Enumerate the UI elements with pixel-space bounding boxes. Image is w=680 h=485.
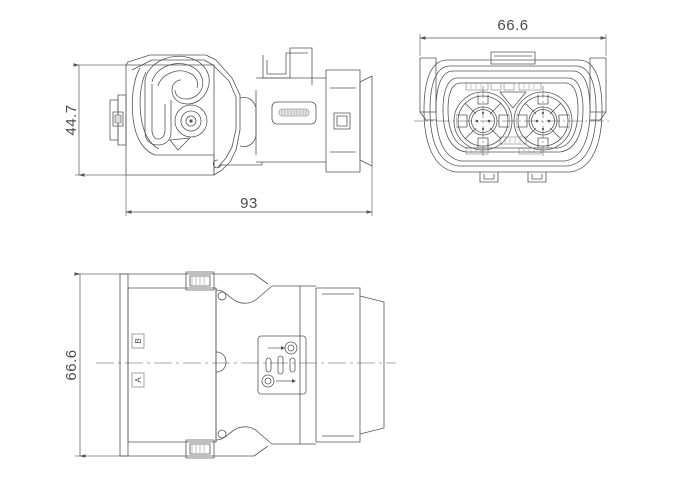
detail-symbol-circle-2-in (264, 377, 272, 385)
front-tab-right-inner (531, 174, 543, 180)
detail-arrow-1-head (281, 346, 285, 350)
detail-symbol-circle-2 (261, 374, 275, 388)
front-shell-3 (435, 70, 591, 162)
front-tab-left (479, 172, 499, 183)
side-upper-step (262, 47, 313, 85)
detail-slot-2 (277, 355, 284, 375)
bottom-center-lug (215, 351, 227, 373)
dim-label-66-6-top: 66.6 (497, 17, 528, 34)
side-hook-inner (151, 63, 204, 100)
side-view-dimensions (73, 63, 373, 216)
front-keying-triangle (499, 91, 527, 109)
bottom-nub-top (217, 291, 227, 301)
front-shell-2 (429, 65, 597, 167)
bottom-outer-top (240, 273, 269, 285)
front-bottom-keyway (499, 136, 527, 145)
front-top-keyway (465, 82, 542, 91)
front-ear-right-foot (590, 111, 607, 121)
side-lever-surround2 (139, 71, 160, 150)
side-view (109, 47, 373, 176)
dim-label-44-7: 44.7 (63, 104, 80, 135)
front-tab-left-inner (483, 174, 495, 180)
side-hook-inner2 (157, 70, 198, 89)
bottom-rear-cap (359, 295, 385, 435)
front-view-dimensions (419, 34, 607, 56)
side-left-slot-fill (114, 114, 122, 124)
side-nameplate (271, 101, 317, 125)
side-hook-outer (144, 55, 210, 105)
detail-arrow-2-head (292, 379, 296, 383)
dim-label-66-6-left: 66.6 (63, 349, 80, 380)
side-upper-step-inner (266, 52, 308, 75)
cavity-label-a: A (134, 377, 143, 383)
side-pivot-mid (180, 110, 202, 132)
side-nameplate-hatch (281, 110, 307, 115)
side-pivot-center (189, 119, 193, 123)
bottom-detail-plate (257, 335, 307, 395)
side-pivot-inner (185, 115, 197, 127)
bottom-view (96, 271, 396, 459)
side-hook-leg (144, 80, 172, 146)
bottom-latch-top-inner (189, 275, 211, 287)
bottom-latch-top (185, 271, 215, 291)
bottom-outer-bot (240, 445, 269, 457)
detail-slot-1 (265, 357, 272, 373)
detail-slot-3 (289, 357, 296, 373)
side-rear-shroud (325, 69, 361, 173)
front-seal-inner (447, 82, 579, 149)
side-lever-outer (125, 54, 241, 176)
side-rear-cap (359, 75, 373, 167)
bottom-latch-bot-inner (189, 443, 211, 455)
bottom-cavity-labels: B A (131, 333, 145, 388)
side-pivot-outer (174, 104, 208, 138)
front-tab-right (527, 172, 547, 183)
front-bottom-strip (465, 147, 542, 155)
side-left-slot (112, 111, 124, 127)
front-ear-left-foot (419, 111, 436, 121)
side-hook-leg-inner (151, 84, 166, 140)
front-seal-outer (442, 77, 584, 153)
side-bottom-bump (212, 159, 222, 169)
dim-label-93: 93 (240, 195, 258, 212)
cavity-label-b: B (134, 338, 143, 343)
side-left-tab (109, 99, 119, 141)
front-outer-shell (423, 59, 603, 173)
bottom-rear-shroud (315, 287, 361, 443)
bottom-latch-bot (185, 439, 215, 459)
bottom-nub-bot (217, 429, 227, 439)
detail-symbol-circle-1-in (287, 344, 295, 352)
cavity-label-b-box (131, 333, 145, 349)
side-lever-inner (131, 59, 237, 168)
side-square-window (333, 112, 351, 130)
front-top-notch (490, 51, 536, 65)
side-gusset (169, 137, 191, 151)
front-view (414, 51, 612, 183)
side-lever-surround (131, 67, 214, 156)
cavity-label-a-box (131, 372, 145, 388)
bottom-view-dimensions (74, 272, 120, 458)
side-square-window-inner (336, 115, 348, 127)
